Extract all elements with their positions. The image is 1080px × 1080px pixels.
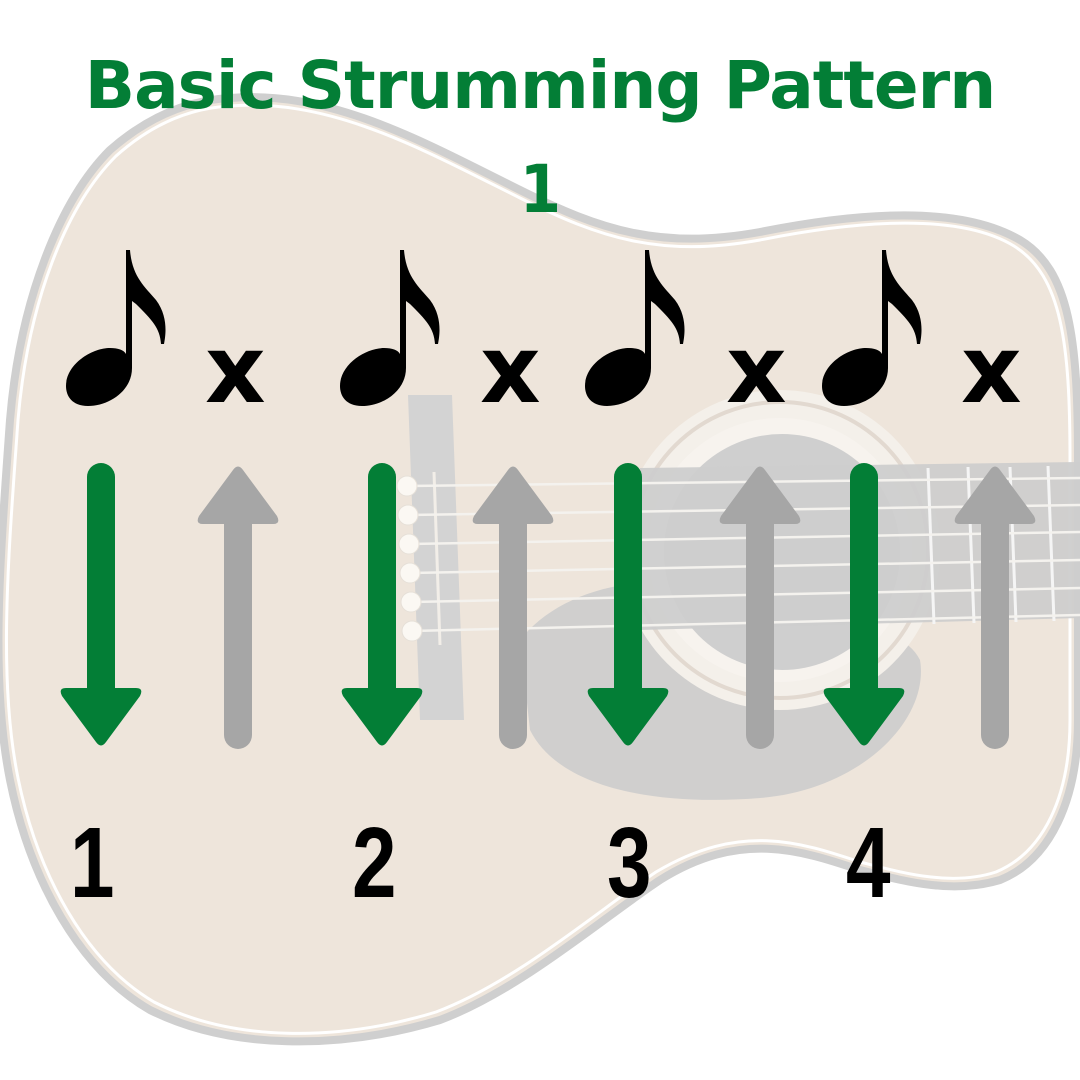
beat-count: 2 bbox=[352, 807, 397, 919]
up-arrow-icon bbox=[954, 466, 1036, 749]
upbeat-x-mark: x bbox=[205, 316, 266, 425]
eighth-note-icon bbox=[822, 250, 922, 406]
up-arrow-icon bbox=[472, 466, 554, 749]
bridge-pins bbox=[396, 475, 423, 642]
beat-count: 3 bbox=[607, 807, 652, 919]
eighth-note-icon bbox=[66, 250, 166, 406]
beat-count: 4 bbox=[846, 807, 891, 919]
page-title: Basic Strumming Pattern bbox=[84, 47, 996, 124]
upbeat-x-mark: x bbox=[961, 316, 1022, 425]
beat-count: 1 bbox=[70, 807, 115, 919]
eighth-note-icon bbox=[340, 250, 440, 406]
upbeat-x-mark: x bbox=[480, 316, 541, 425]
down-arrow-icon bbox=[587, 463, 669, 746]
up-arrow-icon bbox=[197, 466, 279, 749]
down-arrow-icon bbox=[60, 463, 142, 746]
up-arrow-icon bbox=[719, 466, 801, 749]
down-arrow-icon bbox=[823, 463, 905, 746]
saddle bbox=[432, 471, 442, 646]
eighth-note-icon bbox=[585, 250, 685, 406]
down-arrow-icon bbox=[341, 463, 423, 746]
upbeat-x-mark: x bbox=[726, 316, 787, 425]
guitar-body-inner-outline bbox=[4, 103, 1072, 1035]
pattern-number: 1 bbox=[519, 151, 561, 228]
